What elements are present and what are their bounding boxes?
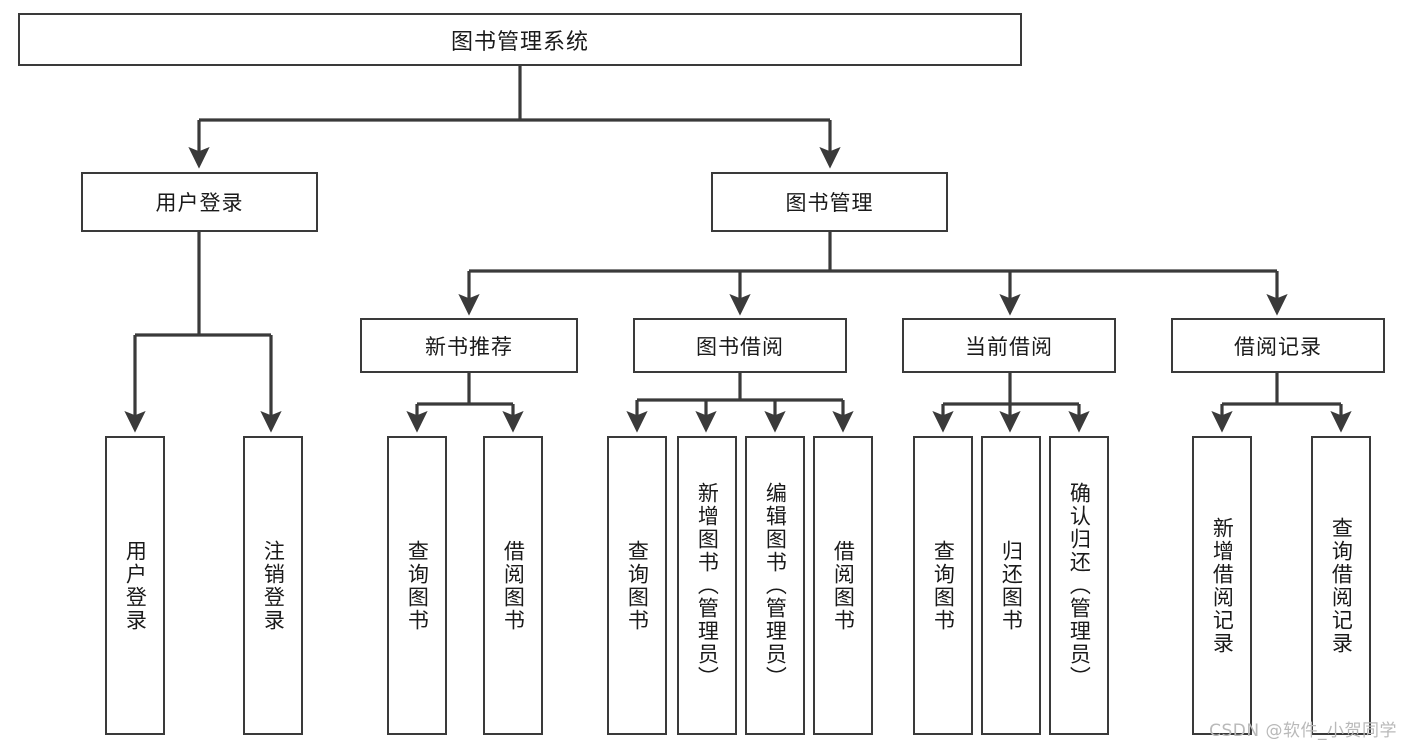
node-book-borrow[interactable]: 图书借阅 (633, 318, 847, 373)
leaf-borrow-books-recommend[interactable]: 借阅图书 (483, 436, 543, 735)
leaf-query-borrow-record[interactable]: 查询借阅记录 (1311, 436, 1371, 735)
node-current-borrow[interactable]: 当前借阅 (902, 318, 1116, 373)
node-root-system[interactable]: 图书管理系统 (18, 13, 1022, 66)
leaf-query-books-borrow[interactable]: 查询图书 (607, 436, 667, 735)
leaf-query-books-current[interactable]: 查询图书 (913, 436, 973, 735)
leaf-query-books-recommend[interactable]: 查询图书 (387, 436, 447, 735)
leaf-confirm-return-admin[interactable]: 确认归还（管理员） (1049, 436, 1109, 735)
leaf-add-borrow-record[interactable]: 新增借阅记录 (1192, 436, 1252, 735)
leaf-edit-book-admin[interactable]: 编辑图书（管理员） (745, 436, 805, 735)
node-user-login[interactable]: 用户登录 (81, 172, 318, 232)
node-borrow-records[interactable]: 借阅记录 (1171, 318, 1385, 373)
leaf-return-books[interactable]: 归还图书 (981, 436, 1041, 735)
leaf-add-book-admin[interactable]: 新增图书（管理员） (677, 436, 737, 735)
node-new-book-recommend[interactable]: 新书推荐 (360, 318, 578, 373)
node-book-management[interactable]: 图书管理 (711, 172, 948, 232)
watermark-credit: CSDN @软件_小贺同学 (1209, 721, 1397, 741)
leaf-borrow-books[interactable]: 借阅图书 (813, 436, 873, 735)
leaf-logout[interactable]: 注销登录 (243, 436, 303, 735)
leaf-user-login[interactable]: 用户登录 (105, 436, 165, 735)
